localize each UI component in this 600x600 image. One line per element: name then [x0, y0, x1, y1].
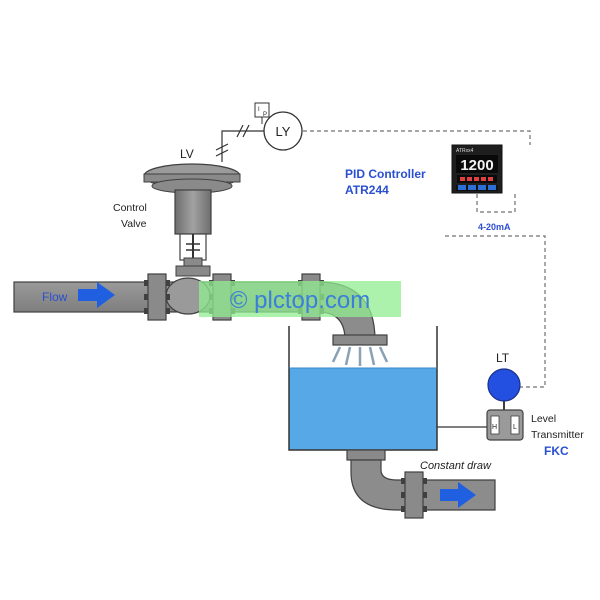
outlet-pipe-top-flange [346, 449, 386, 461]
control-valve-label-line2: Valve [121, 218, 147, 230]
spray-lines [331, 346, 389, 366]
constant-draw-label: Constant draw [420, 460, 492, 472]
dp-low-label: L [513, 424, 517, 431]
ly-label: LY [276, 124, 291, 139]
flow-arrow [78, 282, 115, 308]
pid-label-line2: ATR244 [345, 183, 389, 197]
outlet-flange [404, 471, 424, 519]
pneumatic-line [221, 130, 264, 162]
tank-water [289, 368, 437, 450]
control-valve-actuator [143, 163, 241, 277]
dp-high-label: H [492, 424, 497, 431]
pid-controller-device [451, 144, 503, 194]
lv-label: LV [180, 147, 194, 161]
pid-label-line1: PID Controller [345, 167, 426, 181]
controller-red-digits [460, 177, 493, 181]
dp-transmitter-body [486, 409, 524, 441]
outlet-arrow [440, 482, 476, 508]
ly-to-controller-line [303, 130, 531, 145]
transmitter-label-line2: Transmitter [531, 429, 584, 441]
controller-input-line [476, 194, 516, 213]
pneumatic-marks [215, 124, 250, 157]
outlet-flange-bolts [401, 478, 427, 512]
lt-sensor-ball [487, 368, 521, 402]
signal-wiring [303, 130, 546, 388]
watermark-text: © plctop.com [230, 287, 370, 314]
control-valve-label-line1: Control [113, 202, 147, 214]
controller-brand-text: ATRxx4 [456, 148, 474, 154]
ip-top-label: I [258, 107, 260, 113]
transmitter-brand-label: FKC [544, 444, 569, 458]
spray-nozzle [332, 334, 388, 346]
controller-to-lt-line [445, 235, 546, 388]
watermark-band [199, 281, 401, 317]
ip-bottom-label: P [263, 112, 267, 118]
flow-label: Flow [42, 290, 68, 304]
current-signal-label: 4-20mA [478, 222, 511, 232]
controller-display-value: 1200 [460, 157, 493, 174]
transmitter-label-line1: Level [531, 413, 556, 425]
lt-label: LT [496, 351, 510, 365]
